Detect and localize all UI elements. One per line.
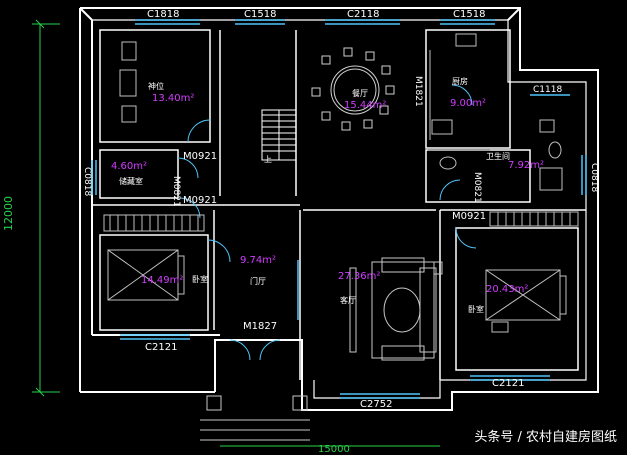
- depth-dimension-line: [32, 19, 60, 397]
- room-area-foyer: 9.74m²: [240, 255, 277, 266]
- door-label-m0821-b: M0821: [472, 172, 482, 203]
- watermark: 头条号 / 农村自建房图纸: [474, 430, 617, 445]
- kitchen-counter: [428, 33, 563, 191]
- sofa-set: [349, 257, 443, 361]
- window-label-bottom-left: C2121: [145, 342, 178, 353]
- door-label-m1821: M1821: [413, 76, 423, 107]
- window-label-bottom-right: C2121: [492, 378, 525, 389]
- windows: [91, 19, 587, 399]
- door-label-m0921-c: M0921: [452, 211, 487, 222]
- interior-walls: [92, 29, 586, 380]
- stair-up-label: 上: [264, 155, 272, 164]
- wardrobes: [103, 211, 579, 232]
- room-name-ancestral: 神位: [148, 82, 164, 91]
- room-name-foyer: 门厅: [250, 277, 266, 286]
- room-name-dining: 餐厅: [352, 89, 368, 98]
- door-label-m0821-a: M0821: [171, 176, 181, 207]
- room-area-storage: 4.60m²: [111, 161, 148, 172]
- room-name-bath: 卫生间: [486, 152, 510, 161]
- room-name-kitchen: 厨房: [452, 77, 468, 86]
- window-label-bottom-center: C2752: [360, 399, 393, 410]
- room-area-living: 27.36m²: [338, 271, 381, 282]
- staircase: [261, 109, 297, 161]
- door-label-m0921-b: M0921: [183, 195, 218, 206]
- entrance-steps: [200, 395, 310, 441]
- room-area-dining: 15.44m²: [344, 100, 387, 111]
- room-area-ancestral: 13.40m²: [152, 93, 195, 104]
- window-label-left-wall: C0818: [82, 167, 92, 197]
- depth-dimension-label: 12000: [2, 196, 15, 231]
- window-label-top-2: C1518: [244, 9, 277, 20]
- room-area-bedroom-left: 14.49m²: [141, 275, 184, 286]
- beds: [107, 249, 567, 333]
- door-label-m0921-a: M0921: [183, 151, 218, 162]
- door-label-m1827: M1827: [243, 321, 278, 332]
- doors: [177, 84, 477, 361]
- room-area-bedroom-right: 20.43m²: [486, 284, 529, 295]
- room-name-bedroom-left: 卧室: [192, 275, 208, 284]
- window-label-right-small: C1118: [533, 85, 563, 95]
- room-name-storage: 储藏室: [119, 177, 143, 186]
- room-area-kitchen: 9.00m²: [450, 98, 487, 109]
- width-dimension-label: 15000: [318, 444, 350, 455]
- room-area-bath: 7.92m²: [508, 160, 545, 171]
- window-label-top-4: C1518: [453, 9, 486, 20]
- altar-furniture: [119, 41, 137, 123]
- window-label-top-3: C2118: [347, 9, 380, 20]
- room-name-living: 客厅: [340, 296, 356, 305]
- window-label-top-1: C1818: [147, 9, 180, 20]
- window-label-right-wall: C0818: [589, 163, 599, 193]
- dining-table: [311, 47, 395, 131]
- room-name-bedroom-right: 卧室: [468, 305, 484, 314]
